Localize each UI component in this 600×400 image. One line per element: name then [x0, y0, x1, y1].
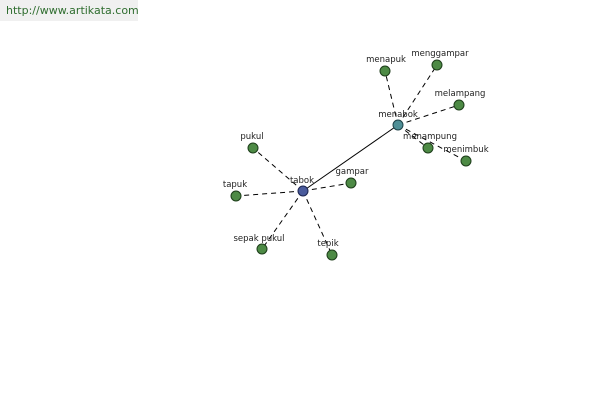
node-label-melampang[interactable]: melampang — [435, 89, 486, 99]
edge-menabok-menimbuk — [397, 124, 467, 162]
node-label-pukul[interactable]: pukul — [240, 132, 263, 142]
node-tabok[interactable] — [297, 185, 309, 197]
node-menabok[interactable] — [392, 119, 404, 131]
node-tepik[interactable] — [326, 249, 338, 261]
edge-menabok-menggampar — [397, 64, 438, 126]
node-label-menampung[interactable]: menampung — [403, 132, 457, 142]
edge-tabok-tepik — [302, 190, 333, 256]
node-label-tabok[interactable]: tabok — [290, 176, 314, 186]
edge-tabok-gampar — [302, 182, 352, 192]
node-label-sepak-pukul[interactable]: sepak pukul — [233, 234, 284, 244]
edge-tabok-pukul — [252, 147, 304, 192]
labels-layer: tabok menabok pukul tapuk sepak pukul tepik ga… — [223, 49, 489, 249]
node-label-tapuk[interactable]: tapuk — [223, 180, 247, 190]
node-melampang[interactable] — [453, 99, 465, 111]
source-url-text[interactable]: http://www.artikata.com — [6, 4, 139, 17]
node-label-menapuk[interactable]: menapuk — [366, 55, 406, 65]
node-label-menabok[interactable]: menabok — [378, 110, 418, 120]
edge-menabok-menampung — [397, 124, 429, 149]
edge-tabok-sepak-pukul — [261, 190, 304, 250]
edge-tabok-tapuk — [235, 190, 304, 197]
node-sepak-pukul[interactable] — [256, 243, 268, 255]
edge-tabok-menabok — [302, 124, 399, 192]
node-menimbuk[interactable] — [460, 155, 472, 167]
edge-menabok-melampang — [397, 104, 460, 126]
edges-layer — [235, 64, 467, 256]
node-menggampar[interactable] — [431, 59, 443, 71]
nodes-layer — [230, 59, 472, 261]
node-label-menggampar[interactable]: menggampar — [411, 49, 469, 59]
source-url-banner[interactable]: http://www.artikata.com — [0, 0, 139, 21]
node-menampung[interactable] — [422, 142, 434, 154]
node-tapuk[interactable] — [230, 190, 242, 202]
node-gampar[interactable] — [345, 177, 357, 189]
node-label-tepik[interactable]: tepik — [317, 239, 338, 249]
node-menapuk[interactable] — [379, 65, 391, 77]
node-pukul[interactable] — [247, 142, 259, 154]
node-label-menimbuk[interactable]: menimbuk — [443, 145, 488, 155]
edge-menabok-menapuk — [384, 70, 399, 126]
node-label-gampar[interactable]: gampar — [336, 167, 369, 177]
